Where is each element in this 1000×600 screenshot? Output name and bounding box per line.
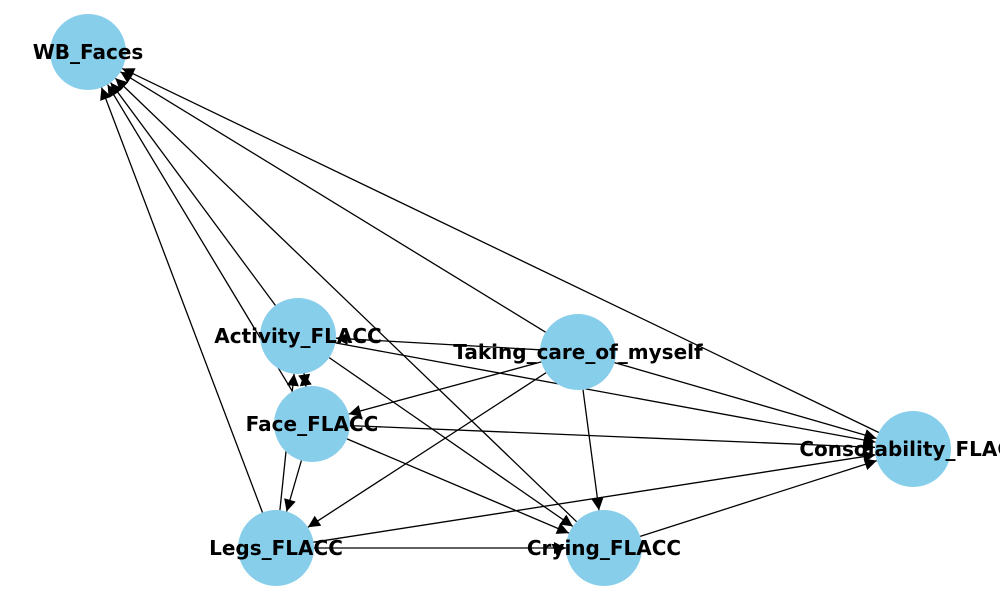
- node-face: [274, 386, 350, 462]
- node-label-consol: Consolability_FLACC: [799, 437, 1000, 461]
- edge-crying-to-consol: [640, 458, 877, 538]
- edge-face-to-consol: [349, 424, 876, 453]
- edge-face-to-crying: [346, 438, 570, 534]
- node-taking: [540, 314, 616, 390]
- edge-taking-to-legs: [307, 372, 547, 528]
- node-label-wb: WB_Faces: [33, 40, 144, 64]
- edge-taking-to-activity: [335, 332, 541, 351]
- node-label-taking: Taking_care_of_myself: [453, 340, 703, 364]
- edge-consol-to-wb: [121, 67, 880, 434]
- node-label-crying: Crying_FLACC: [527, 536, 681, 560]
- node-crying: [566, 510, 642, 586]
- node-legs: [238, 510, 314, 586]
- edge-face-to-legs: [284, 460, 303, 512]
- edges-layer: [100, 67, 880, 554]
- node-label-face: Face_FLACC: [246, 412, 379, 436]
- edge-crying-to-wb: [114, 77, 578, 523]
- edge-activity-to-wb: [110, 82, 276, 306]
- edge-legs-to-wb: [100, 87, 264, 513]
- edge-taking-to-wb: [120, 71, 546, 333]
- node-consol: [875, 411, 951, 487]
- edge-face-to-activity: [299, 373, 312, 387]
- edge-activity-to-crying: [328, 357, 574, 527]
- edge-taking-to-consol: [614, 361, 877, 441]
- edge-taking-to-face: [348, 361, 542, 417]
- node-label-legs: Legs_FLACC: [209, 536, 343, 560]
- edge-activity-to-consol: [335, 342, 876, 446]
- node-activity: [260, 298, 336, 374]
- edge-taking-to-crying: [582, 389, 604, 511]
- node-label-activity: Activity_FLACC: [214, 324, 381, 348]
- edge-legs-to-consol: [313, 450, 876, 543]
- node-wb: [50, 14, 126, 90]
